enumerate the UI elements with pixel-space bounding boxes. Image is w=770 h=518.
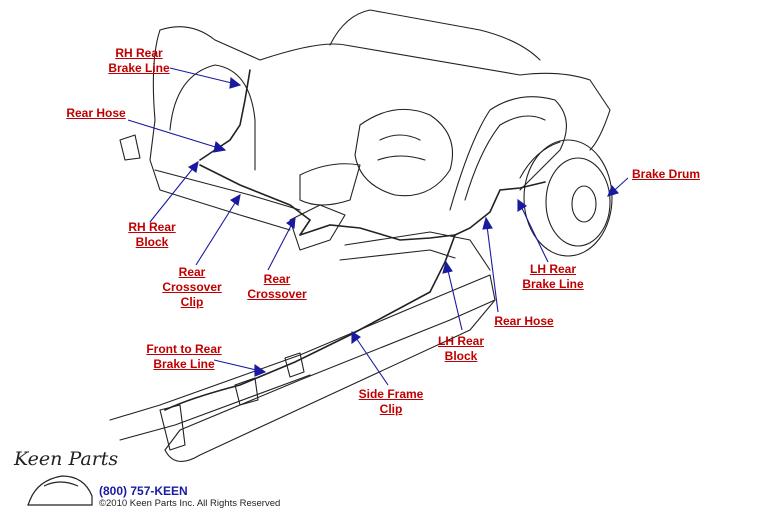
front-to-rear-brake-line-path [164, 234, 456, 411]
brake-drum-back [519, 141, 561, 179]
logo-car-icon [27, 475, 93, 506]
rear-cross-rail-lower [339, 249, 456, 261]
body-outline-top [159, 26, 611, 151]
rh-rear-brake-line-path [199, 69, 251, 161]
label-lh-rear-block[interactable]: LH Rear Block [437, 334, 484, 363]
label-brake-drum[interactable]: Brake Drum [631, 167, 701, 181]
arrowhead [229, 193, 241, 206]
body-left-edge [149, 29, 161, 161]
label-front-to-rear-brake-line[interactable]: Front to Rear Brake Line [146, 342, 222, 371]
label-rear-crossover-clip[interactable]: Rear Crossover Clip [162, 265, 222, 309]
differential-housing [354, 108, 454, 197]
rear-panel-upper [329, 9, 541, 61]
differential-detail [377, 134, 426, 161]
arrowhead [517, 198, 527, 212]
brake-drum-hub [571, 185, 597, 223]
logo-car-window [43, 481, 79, 487]
side-frame-rail-lower [119, 374, 311, 441]
leader-rear-crossover-clip [195, 194, 241, 266]
arrowhead [254, 363, 267, 377]
side-frame-bottom [164, 299, 496, 462]
label-lh-rear-brake-line[interactable]: LH Rear Brake Line [522, 262, 584, 291]
leader-rh-rear-block [149, 161, 199, 223]
arrowhead [442, 260, 453, 274]
rh-frame-rail-lower [149, 159, 291, 231]
leader-rh-rear-brake-line [169, 67, 241, 86]
arrowhead [286, 216, 296, 229]
rh-frame-rail-upper [154, 169, 301, 211]
copyright-notice: ©2010 Keen Parts Inc. All Rights Reserve… [99, 498, 281, 509]
leader-lh-rear-brake-line [517, 199, 549, 263]
leader-lh-rear-block [445, 261, 463, 331]
arrowhead [187, 160, 199, 173]
lh-frame-kickup [449, 96, 567, 211]
label-rh-rear-block[interactable]: RH Rear Block [128, 220, 176, 249]
leader-side-frame-clip [351, 331, 389, 386]
arrowhead [607, 184, 619, 197]
arrowhead [482, 216, 493, 230]
arrowhead [351, 331, 361, 345]
phone-number: (800) 757-KEEN [99, 484, 188, 498]
rh-bumper-bracket [119, 134, 141, 161]
rear-crossover-path-2 [299, 224, 456, 241]
arrowhead [229, 76, 242, 89]
crossover-bracket [289, 204, 346, 251]
leader-rear-hose-right [485, 217, 499, 313]
rh-frame-kickup [169, 64, 256, 171]
brake-line-clip-mid [284, 352, 305, 378]
brake-line-clip-front [234, 377, 259, 406]
label-rh-rear-brake-line[interactable]: RH Rear Brake Line [108, 46, 170, 75]
driveshaft-yoke [299, 163, 361, 206]
leader-rear-crossover [267, 217, 296, 271]
keen-parts-logo: Keen Parts [14, 448, 119, 470]
label-rear-hose-right[interactable]: Rear Hose [494, 314, 554, 328]
brake-drum-outer [523, 139, 613, 257]
label-rear-crossover[interactable]: Rear Crossover [247, 272, 307, 301]
rear-crossover-path [199, 164, 312, 236]
brake-drum-face [545, 157, 611, 247]
lh-frame-inner [464, 115, 546, 201]
leader-rear-hose-left [127, 119, 226, 151]
arrowhead [213, 140, 227, 153]
label-rear-hose-left[interactable]: Rear Hose [66, 106, 126, 120]
label-side-frame-clip[interactable]: Side Frame Clip [358, 387, 424, 416]
lh-rear-brake-line-path [454, 181, 546, 236]
